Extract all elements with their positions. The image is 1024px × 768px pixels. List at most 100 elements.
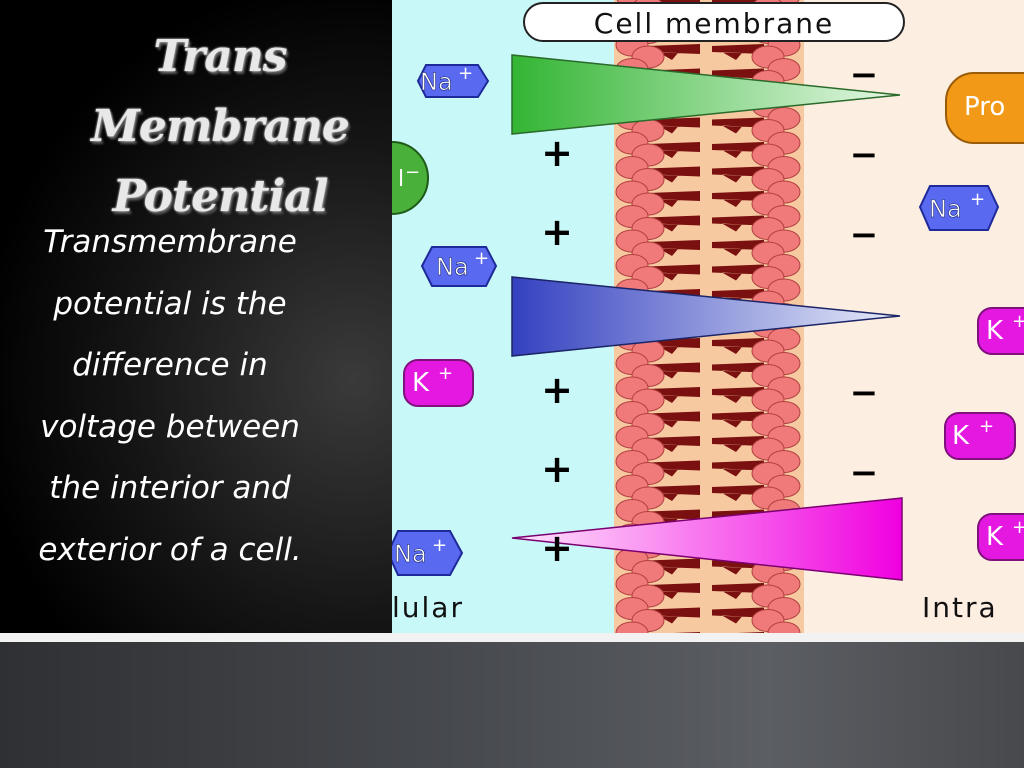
bottom-band-fill bbox=[0, 642, 1024, 768]
ion-charge: + bbox=[970, 189, 985, 210]
ion-label: Na bbox=[394, 540, 427, 568]
ion-charge: + bbox=[438, 363, 453, 384]
ion-label: K bbox=[986, 316, 1004, 346]
title-line-1: Trans bbox=[153, 31, 288, 82]
membrane-label-text: Cell membrane bbox=[594, 7, 834, 40]
body-line-5: the interior and bbox=[49, 470, 291, 506]
ion-label: Na bbox=[929, 195, 962, 223]
lipid-tail bbox=[712, 142, 764, 158]
potassium-ion: K + bbox=[944, 412, 1016, 460]
lipid-tail bbox=[648, 362, 700, 379]
intracellular-label: Intra bbox=[922, 591, 998, 624]
negative-charges: − − − − − bbox=[850, 55, 879, 493]
ion-label: l bbox=[398, 167, 404, 192]
membrane-label: Cell membrane bbox=[523, 2, 905, 42]
potassium-ion: K + bbox=[403, 359, 474, 407]
sodium-ion: Na + bbox=[416, 63, 490, 98]
lipid-tail bbox=[648, 117, 700, 134]
lipid-tail bbox=[712, 338, 764, 354]
ion-charge: + bbox=[474, 248, 489, 269]
potassium-ion: K + bbox=[977, 513, 1024, 561]
ion-charge: + bbox=[432, 535, 447, 556]
lipid-tail bbox=[712, 264, 764, 281]
lipid-tail bbox=[648, 387, 700, 403]
lipid-tail bbox=[712, 460, 764, 477]
ion-label: Na bbox=[436, 253, 469, 281]
lipid-tail bbox=[648, 607, 700, 624]
lipid-tail bbox=[712, 68, 764, 85]
na-gradient-wedge bbox=[511, 54, 901, 135]
lipid-tail bbox=[648, 191, 700, 207]
lipid-tail bbox=[648, 240, 700, 256]
slide-title: Trans Membrane Potential bbox=[60, 22, 380, 232]
lipid-tail bbox=[712, 583, 764, 599]
lipid-tail bbox=[712, 215, 764, 232]
lipid-tail bbox=[648, 166, 700, 183]
minus-sign: − bbox=[850, 453, 879, 493]
ion-charge: + bbox=[1012, 517, 1024, 538]
lipid-tail bbox=[712, 44, 764, 60]
plus-sign: + bbox=[541, 131, 573, 175]
lipid-head bbox=[615, 621, 649, 633]
lipid-tail bbox=[712, 166, 764, 183]
minus-sign: − bbox=[850, 55, 879, 95]
plus-sign: + bbox=[541, 526, 573, 570]
lipid-tail bbox=[712, 362, 764, 379]
positive-charges: + + + + + bbox=[541, 131, 573, 570]
lipid-tail bbox=[712, 240, 764, 256]
lipid-tail bbox=[648, 411, 700, 428]
lipid-tail bbox=[648, 436, 700, 452]
ion-charge: + bbox=[458, 63, 473, 84]
body-text: Transmembrane potential is the differenc… bbox=[10, 212, 330, 581]
plus-sign: + bbox=[541, 447, 573, 491]
sodium-ion: Na + bbox=[918, 185, 1000, 231]
extracellular-label: lular bbox=[392, 591, 464, 624]
ion-label: Na bbox=[420, 68, 453, 96]
lipid-tail bbox=[738, 632, 764, 633]
potassium-ion: K + bbox=[977, 307, 1024, 355]
lipid-tail bbox=[648, 583, 700, 599]
lipid-tail bbox=[674, 632, 700, 633]
lipid-tail bbox=[712, 191, 764, 207]
sodium-ion: Na + bbox=[392, 530, 464, 576]
lipid-tail bbox=[648, 460, 700, 477]
ion-label: K bbox=[412, 368, 430, 398]
ion-charge: + bbox=[1012, 311, 1024, 332]
ion-label: Pro bbox=[964, 92, 1005, 122]
lipid-tail bbox=[712, 387, 764, 403]
lipid-tail bbox=[648, 215, 700, 232]
k-gradient-wedge bbox=[511, 276, 901, 357]
bottom-band bbox=[0, 633, 1024, 768]
lipid-tail bbox=[648, 338, 700, 354]
ion-label: K bbox=[986, 522, 1004, 552]
protein-ion: Pro bbox=[945, 72, 1024, 144]
title-line-2: Membrane bbox=[91, 101, 350, 152]
lipid-tail bbox=[712, 289, 764, 305]
lipid-tail bbox=[648, 44, 700, 60]
sodium-ion: Na + bbox=[420, 246, 498, 287]
lipid-tail bbox=[648, 142, 700, 158]
ion-charge: + bbox=[979, 416, 994, 437]
title-line-3: Potential bbox=[112, 171, 329, 222]
lipid-tail bbox=[712, 485, 764, 501]
minus-sign: − bbox=[850, 215, 879, 255]
left-panel: Trans Membrane Potential Transmembrane p… bbox=[0, 0, 392, 633]
lipid-tail bbox=[712, 607, 764, 624]
lipid-tail bbox=[648, 485, 700, 501]
body-line-1: Transmembrane bbox=[43, 224, 297, 260]
lipid-tail bbox=[648, 509, 700, 526]
body-line-3: difference in bbox=[72, 347, 268, 383]
chloride-ion: l − bbox=[392, 141, 429, 215]
membrane-diagram: Cell membrane + + + + + − − − − − Na + l… bbox=[392, 0, 1024, 633]
body-line-2: potential is the bbox=[53, 285, 287, 322]
lipid-tail bbox=[712, 117, 764, 134]
lipid-tail bbox=[648, 558, 700, 575]
minus-sign: − bbox=[850, 135, 879, 175]
plus-sign: + bbox=[541, 368, 573, 412]
lipid-tail bbox=[712, 411, 764, 428]
ion-label: K bbox=[952, 421, 970, 451]
lipid-tail bbox=[712, 436, 764, 452]
body-line-4: voltage between bbox=[40, 408, 300, 445]
third-gradient-wedge bbox=[511, 497, 903, 581]
minus-sign: − bbox=[850, 373, 879, 413]
